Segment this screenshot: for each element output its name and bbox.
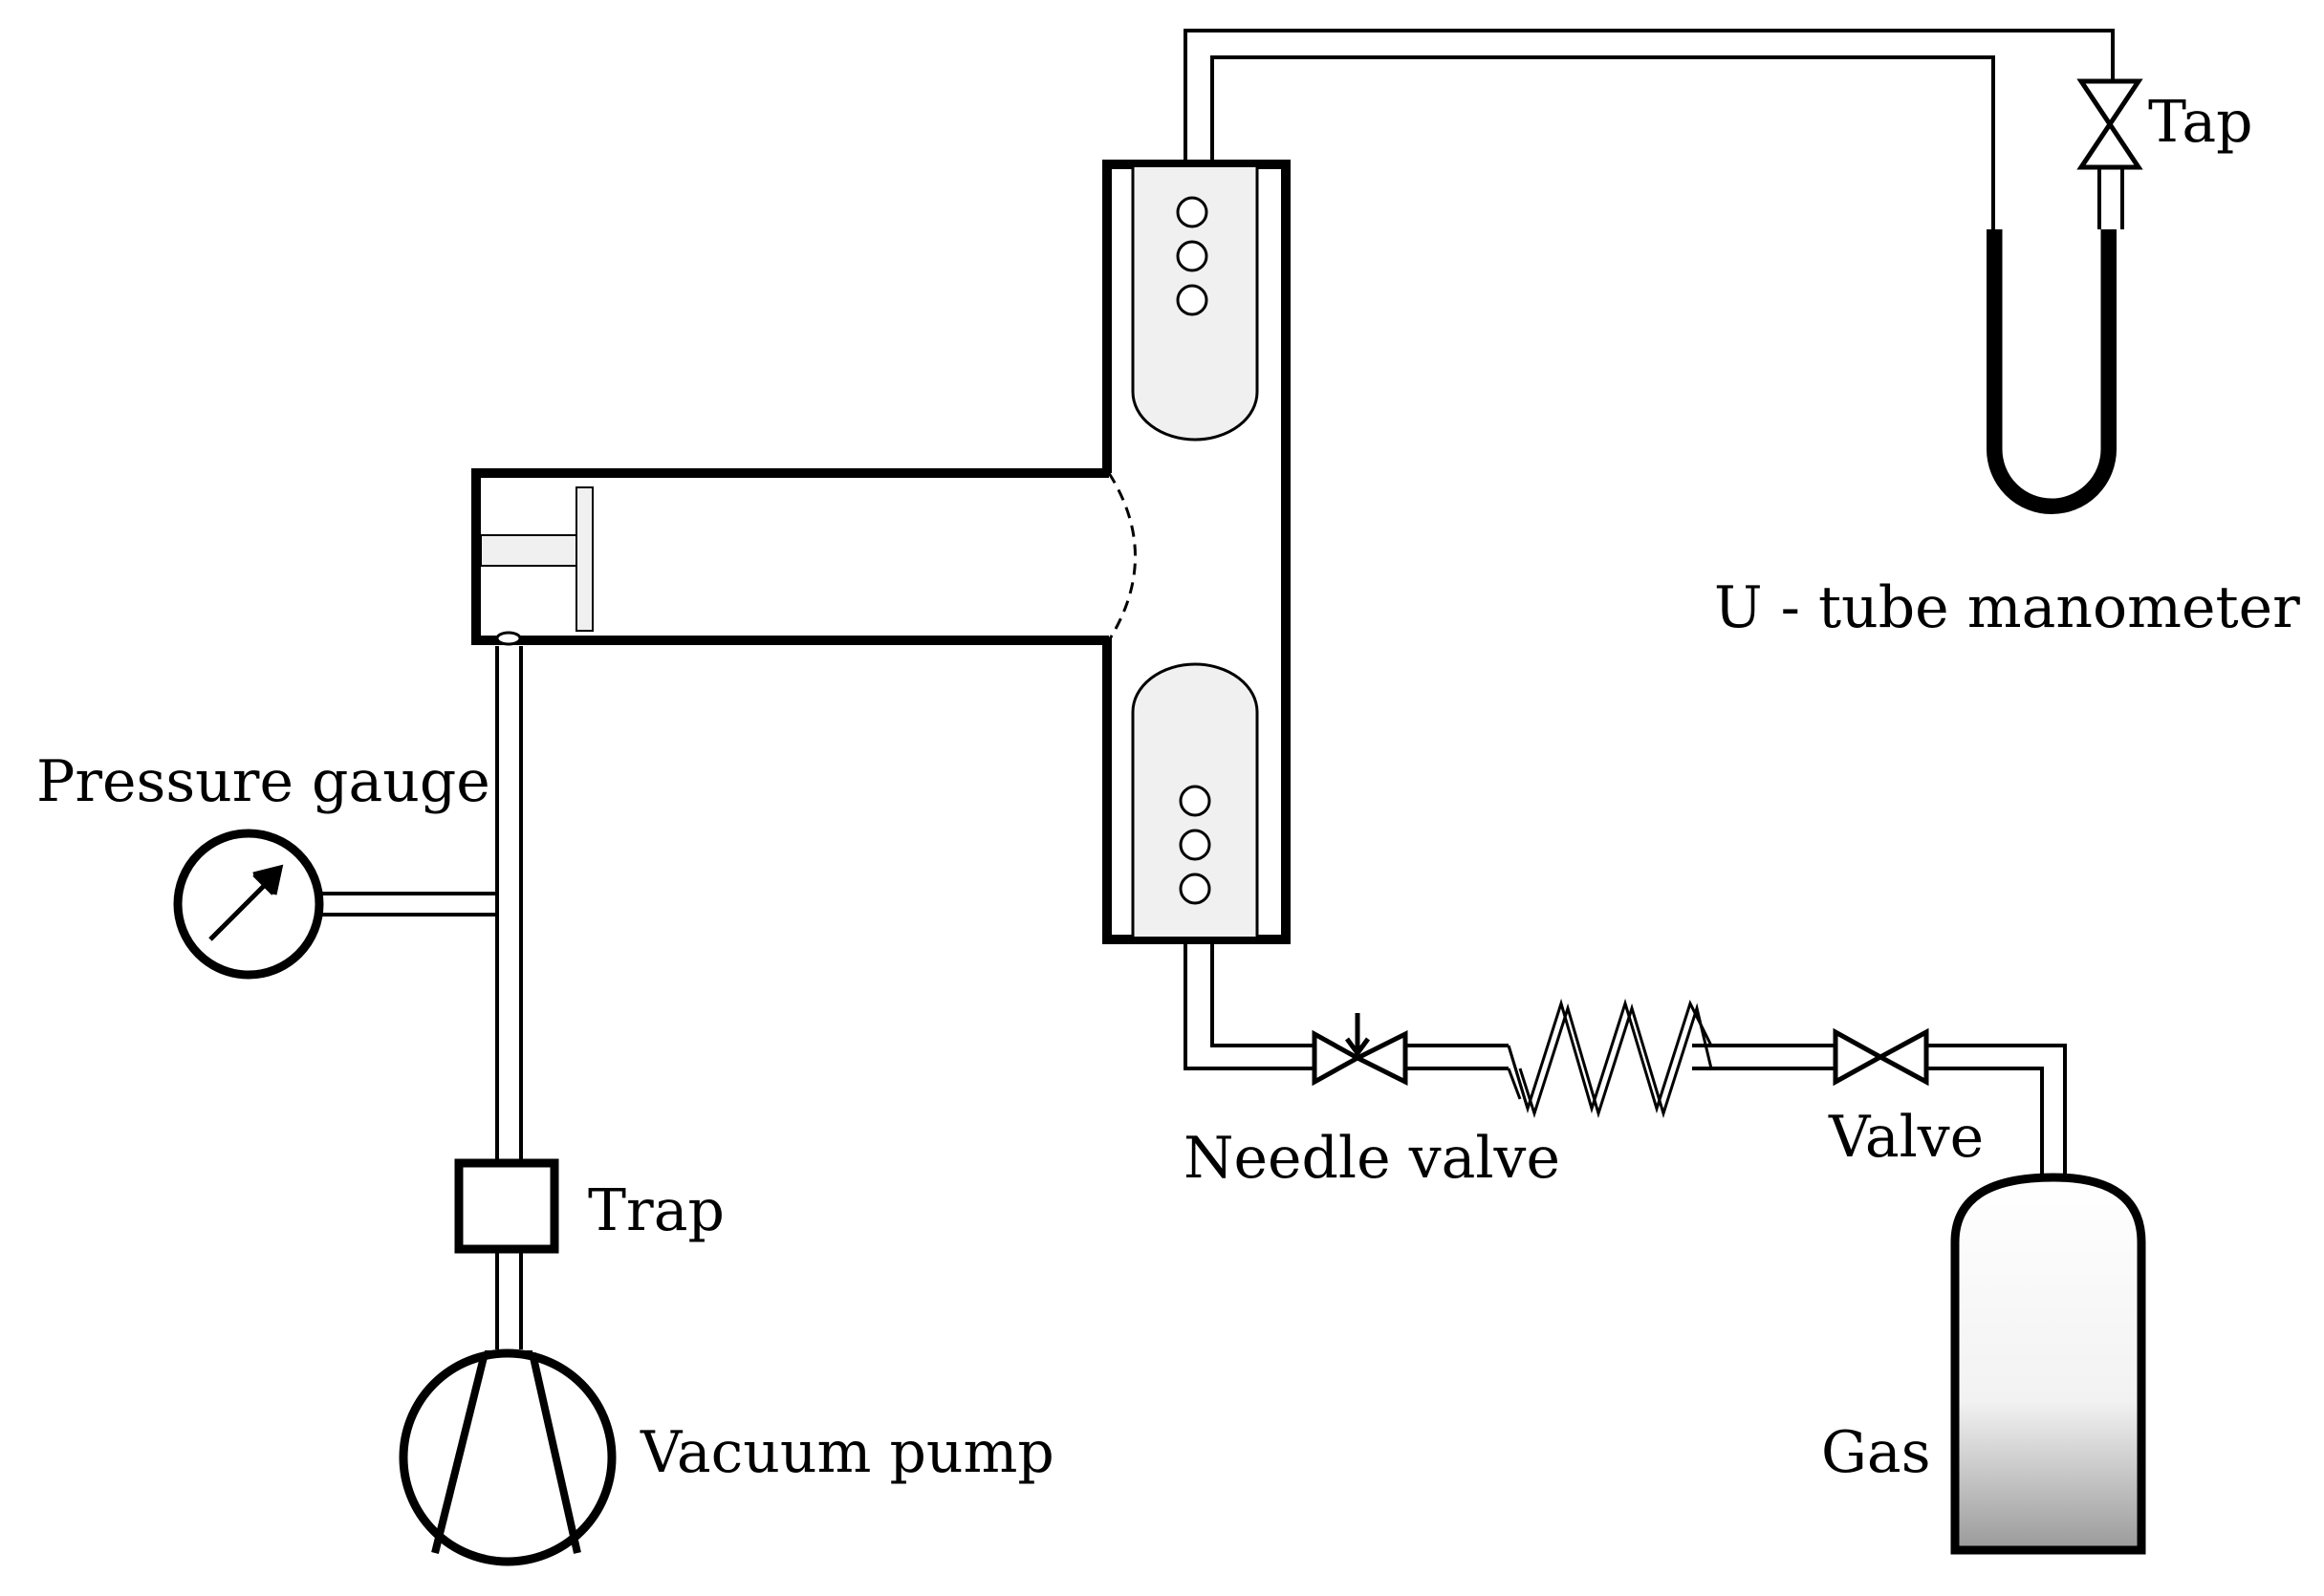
port-icon xyxy=(495,631,522,646)
trap-label: Trap xyxy=(588,1177,725,1244)
vacuum-line-pipe xyxy=(495,646,523,1349)
tap-valve-icon xyxy=(2076,78,2143,170)
tap-pipe xyxy=(2097,169,2124,229)
gas-feed-pipe xyxy=(1184,942,2067,1177)
coil-icon xyxy=(1507,998,1713,1119)
needle-valve-label: Needle valve xyxy=(1184,1125,1560,1192)
u-tube-manometer-label: U - tube manometer xyxy=(1714,574,2300,641)
vacuum-pump-icon xyxy=(399,1348,617,1566)
vacuum-pump-label: Vacuum pump xyxy=(640,1419,1054,1486)
manometer-connection-pipe xyxy=(1184,29,2115,229)
upper-holes-icon xyxy=(1176,196,1208,316)
horizontal-chamber xyxy=(471,468,1137,645)
u-tube-manometer-icon xyxy=(1987,162,2117,514)
trap-icon xyxy=(454,1158,559,1254)
tap-label: Tap xyxy=(2148,89,2253,156)
needle-valve-icon xyxy=(1312,1013,1408,1087)
pressure-gauge-label: Pressure gauge xyxy=(36,748,490,815)
gas-cylinder-icon xyxy=(1950,1173,2146,1555)
piston-icon xyxy=(480,486,594,632)
pressure-gauge-icon xyxy=(173,829,324,980)
valve-icon xyxy=(1833,1027,1929,1087)
gas-label: Gas xyxy=(1821,1419,1931,1486)
valve-label: Valve xyxy=(1828,1104,1984,1171)
pressure-gauge-pipe xyxy=(321,892,497,917)
lower-holes-icon xyxy=(1179,785,1211,905)
